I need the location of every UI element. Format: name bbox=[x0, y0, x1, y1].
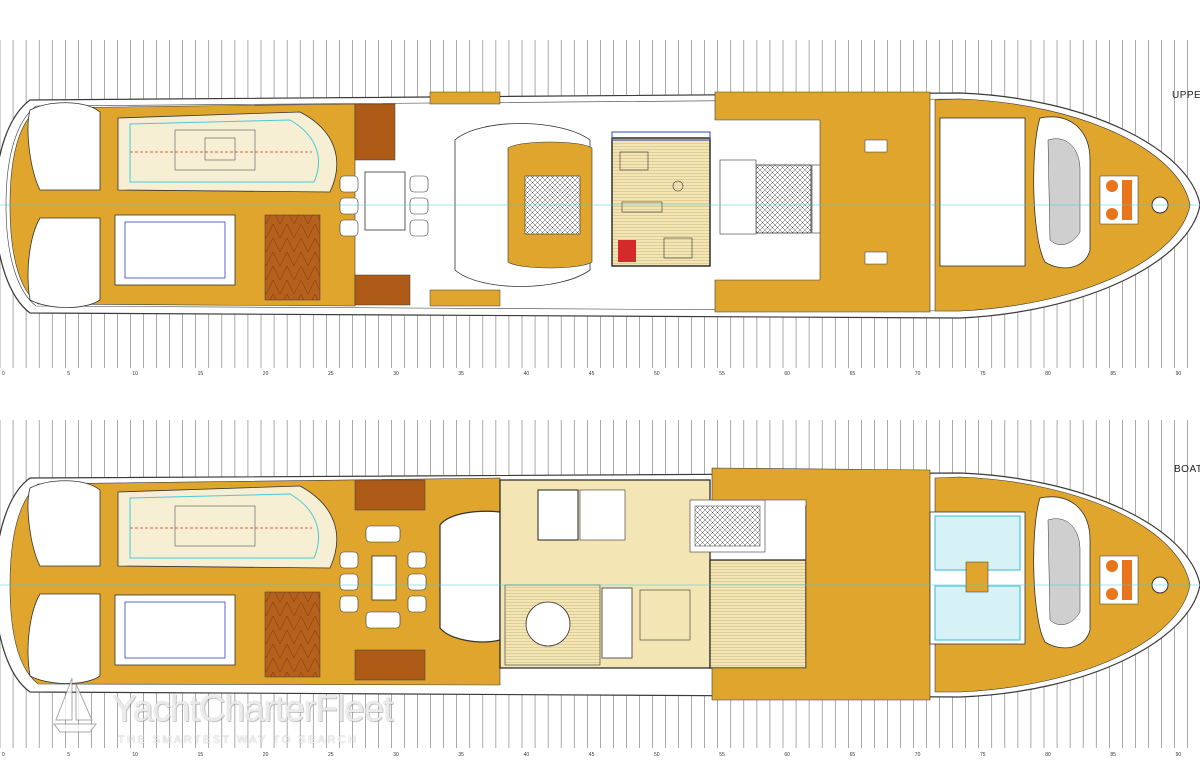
frame-number: 20 bbox=[263, 371, 269, 377]
upper-bow-tender bbox=[1033, 116, 1091, 269]
frame-number: 75 bbox=[980, 371, 986, 377]
boat-aft-dining-table bbox=[339, 525, 427, 629]
frame-number: 65 bbox=[850, 752, 856, 758]
frame-number: 45 bbox=[589, 752, 595, 758]
frame-number: 15 bbox=[198, 371, 204, 377]
frame-number: 80 bbox=[1045, 752, 1051, 758]
frame-number: 55 bbox=[719, 371, 725, 377]
frame-number: 40 bbox=[524, 752, 530, 758]
frame-number: 35 bbox=[458, 371, 464, 377]
frame-number: 70 bbox=[915, 371, 921, 377]
frame-number: 90 bbox=[1176, 752, 1182, 758]
frame-number: 50 bbox=[654, 371, 660, 377]
frame-number: 25 bbox=[328, 371, 334, 377]
frame-number: 35 bbox=[458, 752, 464, 758]
upper-deck-plan: UPPE bbox=[0, 40, 1200, 368]
frame-number: 45 bbox=[589, 371, 595, 377]
frame-number: 5 bbox=[67, 752, 70, 758]
boat-bow-tender bbox=[1033, 496, 1091, 649]
watermark-tagline: THE SMARTEST WAY TO SEARCH bbox=[118, 734, 359, 746]
frame-number: 85 bbox=[1110, 371, 1116, 377]
frame-number: 60 bbox=[784, 752, 790, 758]
frame-number: 75 bbox=[980, 752, 986, 758]
frame-number: 0 bbox=[2, 752, 5, 758]
frame-number: 60 bbox=[784, 371, 790, 377]
frame-number: 5 bbox=[67, 371, 70, 377]
frame-number: 15 bbox=[198, 752, 204, 758]
upper-windlass bbox=[1099, 175, 1169, 225]
frame-number: 30 bbox=[393, 752, 399, 758]
frame-number: 65 bbox=[850, 371, 856, 377]
upper-tender-bottom-lifejacket-rack bbox=[114, 214, 236, 286]
yacht-logo-icon bbox=[53, 677, 97, 733]
frame-number: 10 bbox=[132, 752, 138, 758]
frame-number: 40 bbox=[524, 371, 530, 377]
upper-dining-table bbox=[339, 171, 429, 237]
frame-number: 80 bbox=[1045, 371, 1051, 377]
frame-number: 50 bbox=[654, 752, 660, 758]
boat-deck-plan: BOAT bbox=[0, 420, 1200, 748]
frame-number: 10 bbox=[132, 371, 138, 377]
frame-number: 70 bbox=[915, 752, 921, 758]
boat-lifejacket-rack bbox=[114, 594, 236, 666]
boat-tender-top bbox=[117, 485, 338, 569]
frame-number: 90 bbox=[1176, 371, 1182, 377]
frame-number: 30 bbox=[393, 371, 399, 377]
frame-numbers-boat: 0 5 10 15 20 25 30 35 40 45 50 55 60 65 70 75 80 85 90 bbox=[2, 752, 1181, 758]
upper-tender-top bbox=[117, 111, 338, 193]
frame-numbers-upper: 0 5 10 15 20 25 30 35 40 45 50 55 60 65 70 75 80 85 90 bbox=[2, 371, 1181, 377]
upper-deck-label: UPPE bbox=[1172, 90, 1200, 101]
frame-number: 0 bbox=[2, 371, 5, 377]
frame-number: 55 bbox=[719, 752, 725, 758]
boat-deck-label: BOAT bbox=[1174, 464, 1200, 475]
watermark-brand: YachtCharterFleet bbox=[112, 688, 393, 729]
frame-number: 85 bbox=[1110, 752, 1116, 758]
upper-gym bbox=[611, 131, 711, 267]
frame-number: 25 bbox=[328, 752, 334, 758]
boat-tender-cradles bbox=[929, 511, 1026, 645]
frame-number: 20 bbox=[263, 752, 269, 758]
